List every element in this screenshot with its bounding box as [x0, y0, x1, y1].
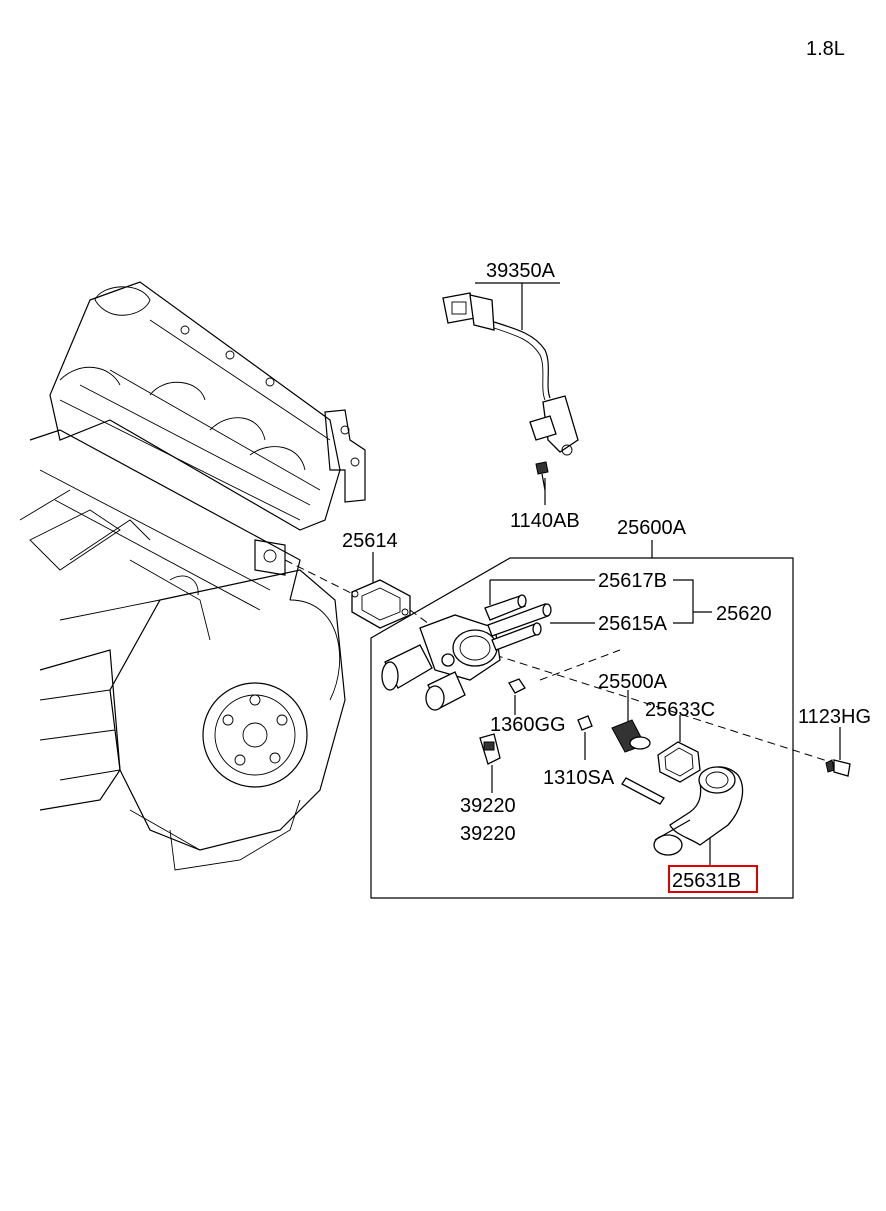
gasket-25633C-illustration — [657, 741, 701, 783]
label-39220-b: 39220 — [460, 823, 516, 845]
highlight-box-25631B — [668, 865, 758, 893]
assembly-25600A-boundary — [370, 557, 794, 899]
bolt-1140AB-illustration — [535, 461, 549, 491]
gasket-25614-illustration — [351, 579, 411, 629]
label-1140AB: 1140AB — [510, 510, 580, 532]
label-25617B: 25617B — [598, 570, 667, 592]
label-1310SA: 1310SA — [543, 767, 615, 789]
engine-spec-label: 1.8L — [806, 38, 845, 60]
label-39220-a: 39220 — [460, 795, 516, 817]
stud-1310SA-illustration — [577, 715, 665, 805]
label-39350A: 39350A — [486, 260, 556, 282]
bolt-1123HG-illustration — [825, 759, 851, 777]
label-25633C: 25633C — [645, 699, 715, 721]
label-25600A: 25600A — [617, 517, 687, 539]
label-1123HG: 1123HG — [798, 706, 871, 728]
thermostat-25500A-illustration — [611, 719, 651, 753]
label-25620: 25620 — [716, 603, 772, 625]
label-25631B[interactable]: 25631B — [672, 870, 741, 892]
temp-sensor-39220-illustration — [479, 733, 501, 765]
thermostat-housing-illustration — [381, 594, 552, 711]
engine-block-illustration — [19, 281, 366, 871]
outlet-fitting-25631B-illustration — [653, 766, 744, 856]
nut-1360GG-illustration — [508, 678, 526, 694]
label-1360GG: 1360GG — [490, 714, 566, 736]
label-25614: 25614 — [342, 530, 398, 552]
label-25615A: 25615A — [598, 613, 668, 635]
label-25500A: 25500A — [598, 671, 668, 693]
sensor-39350A-illustration — [442, 292, 579, 456]
